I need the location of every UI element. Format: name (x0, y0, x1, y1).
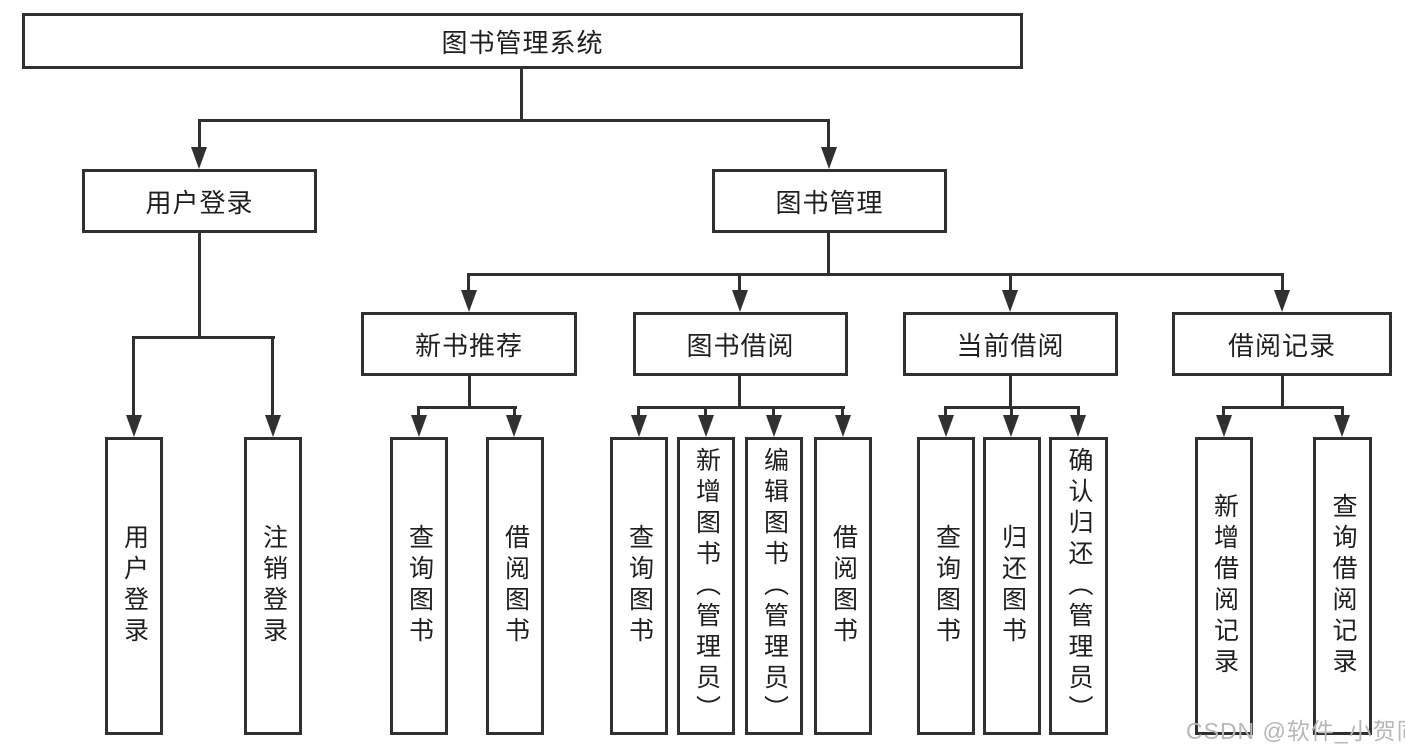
connector-line (738, 273, 741, 295)
connector-line (467, 273, 470, 295)
arrowhead (835, 415, 851, 437)
arrowhead (191, 147, 207, 169)
leaf-edit-book-admin-label: 编辑图书（管理员） (760, 446, 789, 726)
connector-line (1222, 406, 1344, 409)
connector-line (132, 336, 275, 339)
arrowhead (265, 415, 281, 437)
connector-line (637, 406, 845, 409)
leaf-query-borrow-record-label: 查询借阅记录 (1329, 493, 1357, 679)
node-user-login-label: 用户登录 (145, 187, 254, 218)
connector-line (417, 406, 517, 409)
connector-line (841, 406, 844, 418)
leaf-logout-label: 注销登录 (259, 524, 288, 648)
node-user-login: 用户登录 (82, 169, 317, 233)
arrowhead (461, 290, 477, 312)
node-borrow-records-label: 借阅记录 (1227, 330, 1336, 361)
connector-line (468, 376, 471, 409)
node-book-management: 图书管理 (712, 169, 947, 233)
leaf-confirm-return-admin-label: 确认归还（管理员） (1065, 446, 1093, 726)
leaf-user-login: 用户登录 (105, 437, 163, 735)
arrowhead (411, 415, 427, 437)
arrowhead (732, 290, 748, 312)
leaf-borrow-book-a-label: 借阅图书 (501, 524, 530, 648)
arrowhead (631, 415, 647, 437)
node-root-label: 图书管理系统 (441, 27, 604, 58)
connector-line (827, 119, 830, 151)
arrowhead (938, 415, 954, 437)
leaf-query-book-c: 查询图书 (917, 437, 975, 735)
arrowhead (1002, 290, 1018, 312)
node-new-book-recommend: 新书推荐 (361, 312, 577, 376)
connector-line (520, 69, 523, 121)
leaf-return-book-label: 归还图书 (998, 524, 1027, 648)
arrowhead (1070, 415, 1086, 437)
arrowhead (766, 415, 782, 437)
connector-line (198, 119, 201, 151)
arrowhead (821, 147, 837, 169)
connector-line (704, 406, 707, 418)
arrowhead (126, 415, 142, 437)
arrowhead (1334, 415, 1350, 437)
node-book-borrow: 图书借阅 (633, 312, 848, 376)
leaf-query-book-a: 查询图书 (390, 437, 448, 735)
leaf-confirm-return-admin: 确认归还（管理员） (1049, 437, 1108, 735)
connector-line (772, 406, 775, 418)
leaf-logout: 注销登录 (244, 437, 302, 735)
leaf-borrow-book-b-label: 借阅图书 (829, 524, 858, 648)
connector-line (1281, 273, 1284, 295)
connector-line (637, 406, 640, 418)
arrowhead (1274, 290, 1290, 312)
arrowhead (1003, 415, 1019, 437)
node-book-management-label: 图书管理 (775, 187, 884, 218)
connector-line (198, 233, 201, 339)
connector-line (1222, 406, 1225, 418)
connector-line (1009, 376, 1012, 409)
leaf-query-book-b: 查询图书 (610, 437, 668, 735)
connector-line (827, 233, 830, 276)
connector-line (271, 336, 274, 418)
csdn-watermark: CSDN @软件_小贺同学 (1186, 718, 1405, 744)
connector-line (467, 273, 1284, 276)
leaf-add-borrow-record-label: 新增借阅记录 (1210, 493, 1239, 679)
connector-line (1010, 406, 1013, 418)
leaf-query-borrow-record: 查询借阅记录 (1313, 437, 1372, 735)
connector-line (513, 406, 516, 418)
connector-line (944, 406, 947, 418)
connector-line (1281, 376, 1284, 409)
leaf-add-borrow-record: 新增借阅记录 (1195, 437, 1253, 735)
leaf-query-book-a-label: 查询图书 (405, 524, 434, 648)
leaf-query-book-c-label: 查询图书 (932, 524, 961, 648)
arrowhead (1216, 415, 1232, 437)
node-current-borrow-label: 当前借阅 (956, 330, 1065, 361)
leaf-query-book-b-label: 查询图书 (625, 524, 654, 648)
arrowhead (506, 415, 522, 437)
connector-line (132, 336, 135, 418)
node-root: 图书管理系统 (22, 13, 1023, 69)
connector-line (198, 119, 830, 122)
leaf-user-login-label: 用户登录 (120, 524, 149, 648)
arrowhead (698, 415, 714, 437)
leaf-borrow-book-b: 借阅图书 (814, 437, 872, 735)
leaf-add-book-admin-label: 新增图书（管理员） (692, 446, 721, 726)
node-current-borrow: 当前借阅 (903, 312, 1118, 376)
leaf-edit-book-admin: 编辑图书（管理员） (745, 437, 803, 735)
connector-line (1341, 406, 1344, 418)
node-borrow-records: 借阅记录 (1172, 312, 1392, 376)
node-book-borrow-label: 图书借阅 (686, 330, 795, 361)
connector-line (738, 376, 741, 409)
connector-line (1009, 273, 1012, 295)
leaf-return-book: 归还图书 (983, 437, 1041, 735)
node-new-book-recommend-label: 新书推荐 (414, 330, 523, 361)
leaf-borrow-book-a: 借阅图书 (486, 437, 544, 735)
leaf-add-book-admin: 新增图书（管理员） (677, 437, 735, 735)
connector-line (1077, 406, 1080, 418)
connector-line (417, 406, 420, 418)
